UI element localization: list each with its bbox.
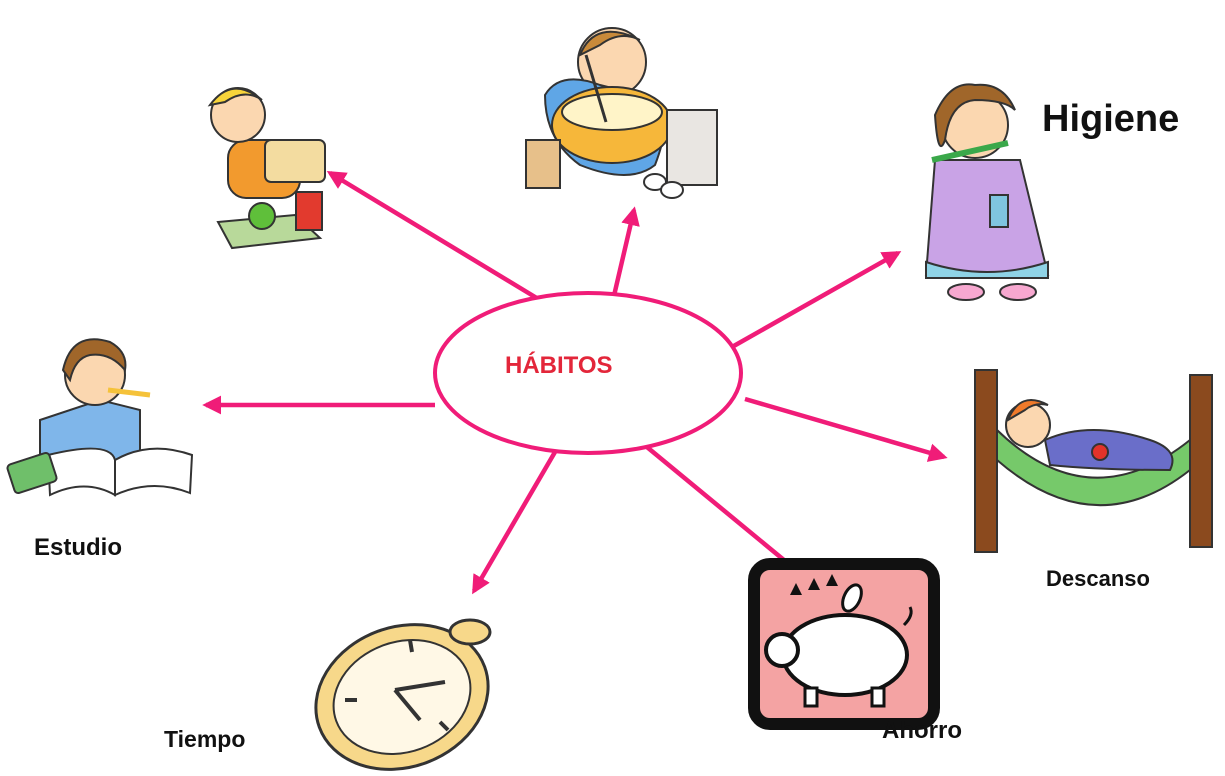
label-higiene: Higiene (1042, 98, 1180, 140)
label-descanso: Descanso (1046, 566, 1150, 591)
piggy-bank-icon (748, 558, 940, 730)
boy-eating-icon (207, 87, 326, 250)
boy-studying-icon (6, 338, 194, 497)
arrow-to-descanso (744, 396, 948, 462)
girl-brushing-teeth-icon (924, 83, 1050, 301)
center-ellipse (433, 291, 743, 455)
stopwatch-icon (314, 618, 492, 771)
boy-hammock-icon (974, 369, 1213, 553)
arrow-to-higiene (730, 251, 902, 349)
arrow-to-tiempo (472, 450, 557, 595)
center-label: HÁBITOS (505, 352, 613, 379)
arrow-to-ahorro (634, 436, 792, 567)
label-estudio: Estudio (34, 534, 122, 561)
arrow-to-eating (326, 171, 542, 302)
boy-cooking-icon (525, 27, 718, 199)
label-tiempo: Tiempo (164, 726, 246, 752)
label-ahorro: Ahorro (882, 717, 962, 744)
arrow-to-cooking (610, 206, 640, 301)
